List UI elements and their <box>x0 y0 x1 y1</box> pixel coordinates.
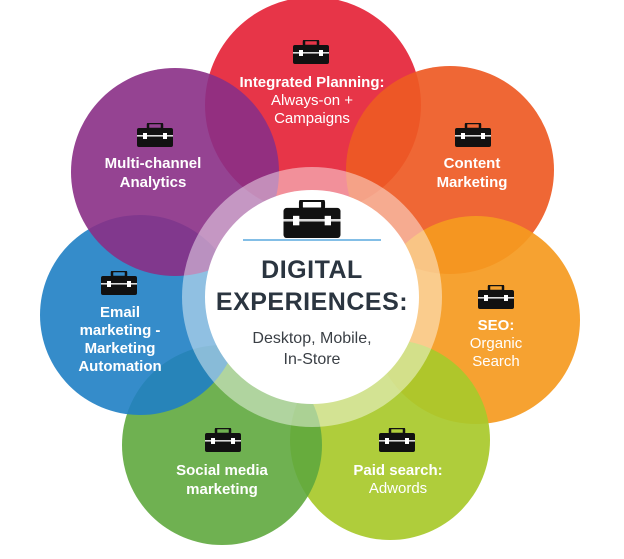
petal-sublabel: Search <box>472 353 520 370</box>
petal-email-marketing: Email marketing - Marketing Automation <box>78 271 162 375</box>
petal-sublabel: Adwords <box>369 480 427 497</box>
petal-multi-channel-analytics: Multi-channel Analytics <box>105 123 202 191</box>
center-subtitle-line1: Desktop, Mobile, <box>252 330 371 347</box>
petal-integrated-planning: Integrated Planning: Always-on + Campaig… <box>239 40 385 127</box>
petal-label: Marketing <box>85 340 156 357</box>
petal-label: Social media <box>176 462 268 479</box>
petal-label: SEO: <box>478 317 515 334</box>
petal-label: Automation <box>78 358 161 375</box>
petal-label: marketing <box>186 481 258 498</box>
petal-content-marketing: Content Marketing <box>437 123 508 191</box>
petal-label: Content <box>444 155 501 172</box>
center-content: DIGITAL EXPERIENCES: Desktop, Mobile, In… <box>216 200 408 368</box>
petal-label: Paid search: <box>353 462 442 479</box>
petal-social-media-marketing: Social media marketing <box>176 428 269 498</box>
petal-circle-multi-channel <box>71 68 279 276</box>
petal-sublabel: Always-on + <box>271 92 353 109</box>
center-title-line2: EXPERIENCES: <box>216 288 408 316</box>
petal-label: Integrated Planning: <box>239 74 384 91</box>
center-title-line1: DIGITAL <box>261 256 363 284</box>
petal-sublabel: Organic <box>470 335 523 352</box>
petal-label: marketing - <box>80 322 161 339</box>
petal-paid-search: Paid search: Adwords <box>353 428 443 497</box>
petal-sublabel: Campaigns <box>274 110 350 127</box>
petal-label: Email <box>100 304 140 321</box>
petal-label: Marketing <box>437 174 508 191</box>
petal-seo: SEO: Organic Search <box>470 285 523 370</box>
center-subtitle-line2: In-Store <box>284 351 341 368</box>
petal-label: Analytics <box>120 174 187 191</box>
petal-label: Multi-channel <box>105 155 202 172</box>
center-disc <box>205 190 419 404</box>
